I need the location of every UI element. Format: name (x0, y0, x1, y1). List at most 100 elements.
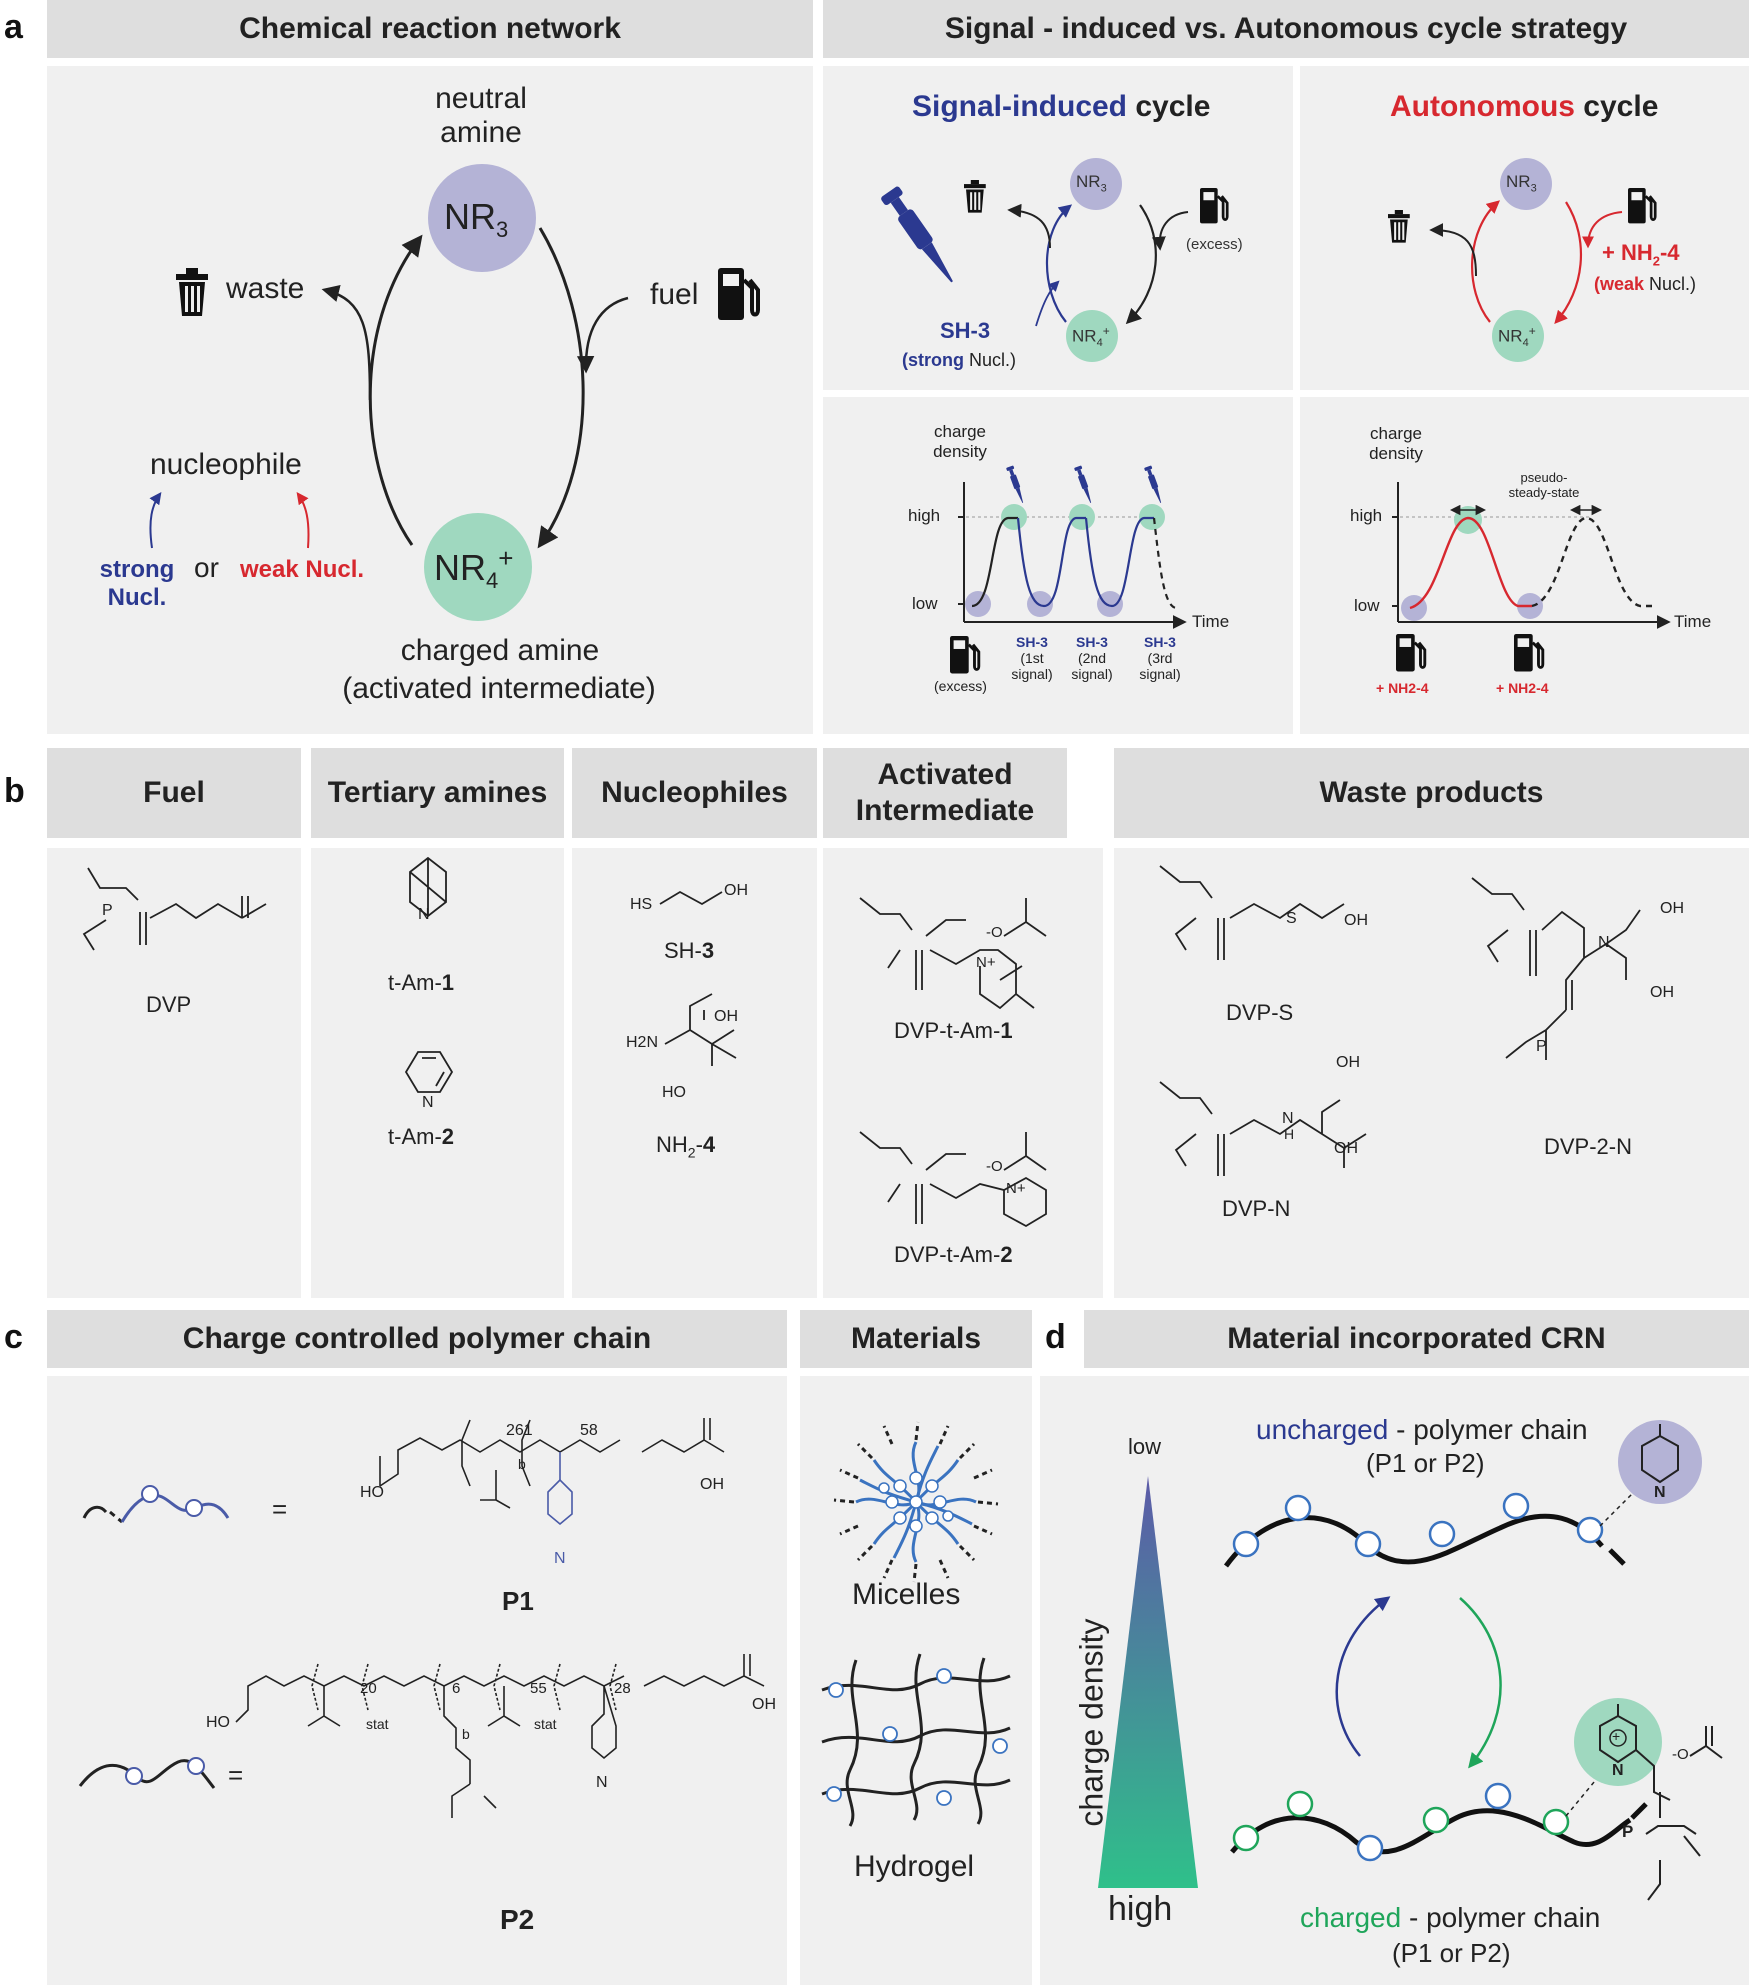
intermediate-panel (823, 848, 1103, 1298)
tam2-atom-n: N (422, 1094, 434, 1111)
auto-arrow-waste (1429, 223, 1477, 277)
p2-stat-1: stat (366, 1716, 389, 1732)
fuel-pump-icon (950, 636, 981, 674)
p2-block-b: b (462, 1726, 470, 1742)
p2-atom-ho: HO (206, 1714, 230, 1731)
sh3-atom-hs: HS (630, 896, 653, 913)
weak-nucl-caption: (weak Nucl.) (1594, 274, 1697, 294)
signal-arrow-waste (1007, 203, 1051, 249)
dvp-structure (82, 867, 267, 951)
charge-density-low: low (1128, 1434, 1162, 1459)
uncharged-chain-label: uncharged - polymer chain (1256, 1414, 1588, 1445)
auto-plot (1392, 482, 1671, 672)
dvp-s-label: DVP-S (1226, 1000, 1294, 1025)
p2-atom-oh: OH (752, 1696, 776, 1713)
dvp-2n-atom-oh: OH (1660, 900, 1684, 917)
dvp-n-atom-h: H (1284, 1126, 1295, 1142)
p2-equals: = (228, 1760, 244, 1790)
auto-fuel-2-label: + NH2-4 (1496, 680, 1549, 696)
charged-amine-label: charged amine (400, 634, 600, 667)
dvp-label: DVP (146, 992, 192, 1017)
strong-nucl-caption: (strong Nucl.) (902, 350, 1017, 370)
dvp-2n-atom-n: N (1598, 934, 1610, 951)
panel-a-left-header: Chemical reaction network (47, 0, 813, 58)
arrow-weak-nucl (296, 492, 310, 549)
phosphonate (1645, 1825, 1701, 1901)
charged-pyridinium-plus: + (1612, 1728, 1621, 1744)
phosphonate-label: P (1622, 1822, 1634, 1841)
signal-sh3-label: SH-3 (940, 318, 991, 343)
signal-nr4-label: NR4+ (1072, 324, 1110, 350)
arrow-fuel-in (576, 296, 629, 374)
nr4-circle (424, 513, 532, 621)
header-tertiary-amines: Tertiary amines (311, 748, 564, 838)
micelles-label: Micelles (852, 1578, 961, 1611)
fuel-pump-icon (1628, 188, 1657, 224)
auto-arrow-fuel (1582, 211, 1623, 249)
waste-label: waste (226, 272, 305, 305)
acetate-minus-o: -O (1672, 1746, 1689, 1763)
micelle-graphic (833, 1421, 999, 1583)
dvp-s-atom-oh: OH (1344, 912, 1368, 929)
trash-icon (176, 268, 208, 316)
header-material-crn: Material incorporated CRN (1084, 1310, 1749, 1368)
p2-n55: 55 (530, 1680, 547, 1697)
p1-n261: 261 (506, 1422, 533, 1439)
p2-label: P2 (500, 1904, 535, 1935)
signal-arrow-fuel (1151, 211, 1189, 251)
dvp-n-atom-n: N (1282, 1110, 1294, 1127)
charged-chain-sublabel: (P1 or P2) (1392, 1938, 1511, 1968)
arrow-charge-to-uncharged (1335, 1596, 1391, 1757)
trash-icon (1388, 210, 1410, 243)
auto-plot-xlabel: Time (1674, 612, 1712, 631)
pipette-icon (881, 186, 953, 283)
weak-nucl-label: weak Nucl. (240, 556, 365, 583)
crn-panel (47, 66, 813, 734)
signal-arrow-sh3 (1035, 280, 1060, 327)
sh3-label: SH-3 (664, 938, 715, 963)
charged-pyridinium-circle (1574, 1698, 1662, 1786)
signal-nr3-circle (1070, 158, 1122, 210)
p2-structure (235, 1654, 765, 1818)
nr4-label: NR4+ (434, 543, 514, 594)
header-materials: Materials (800, 1310, 1032, 1368)
tam1-atom-n: N (418, 906, 430, 923)
tam2-atom-nplus: N+ (1006, 1180, 1026, 1197)
signal-cycle-title: Signal-induced cycle (912, 90, 1211, 123)
p2-stat-2: stat (534, 1716, 557, 1732)
signal-plot-low: low (912, 594, 938, 613)
uncharged-pyridine (1641, 1424, 1679, 1484)
auto-nr3-circle (1500, 158, 1552, 210)
charged-chain-markers (1232, 1782, 1570, 1862)
hydrogel-markers (826, 1668, 1008, 1806)
auto-arrow-up (1471, 200, 1500, 323)
auto-arrow-down (1554, 201, 1583, 324)
fuel-pump-icon (1396, 634, 1427, 672)
p1-atom-oh: OH (700, 1476, 724, 1493)
fuel-panel (47, 848, 301, 1298)
dvp-n-structure (1159, 1081, 1367, 1176)
uncharged-chain-markers (1232, 1492, 1604, 1558)
tam2-label: t-Am-2 (388, 1124, 455, 1149)
uncharged-chain-sublabel: (P1 or P2) (1366, 1448, 1485, 1478)
nucleophiles-panel (572, 848, 817, 1298)
arrow-strong-nucl (149, 492, 162, 549)
trash-icon (964, 180, 986, 213)
charge-density-axis-label: charge density (1073, 1618, 1110, 1827)
signal-plot-panel (823, 397, 1293, 734)
polymer-panel (47, 1376, 787, 1985)
dvp-tam1-structure (859, 897, 1047, 1010)
signal-plot (950, 465, 1187, 674)
dvp-tam1-label: DVP-t-Am-1 (894, 1018, 1013, 1043)
tam2-structure (404, 1051, 454, 1093)
sh3-atom-oh: OH (724, 882, 748, 899)
dvp-n-label: DVP-N (1222, 1196, 1291, 1221)
dvp-atom-p: P (102, 902, 113, 919)
header-waste-products: Waste products (1114, 748, 1749, 838)
signal-arrow-down (1125, 204, 1157, 325)
